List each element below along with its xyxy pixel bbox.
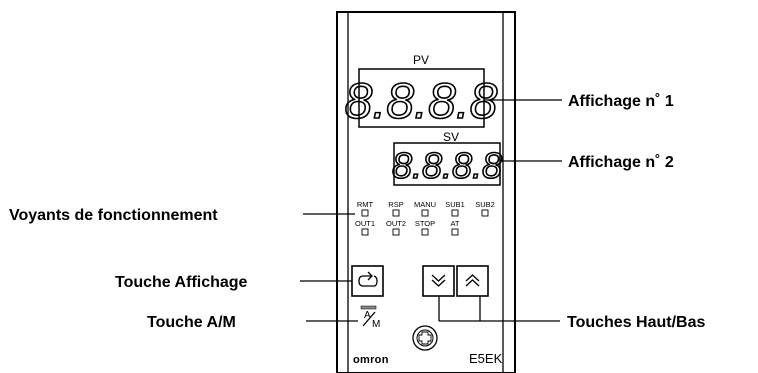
double-chevron-up-icon bbox=[465, 274, 480, 287]
sv-readout: 8.8.8.8 bbox=[392, 145, 502, 186]
pv-display bbox=[358, 68, 485, 128]
down-key[interactable] bbox=[422, 265, 455, 297]
indicator-led-at bbox=[451, 228, 459, 236]
up-key[interactable] bbox=[456, 265, 489, 297]
callout-display-key: Touche Affichage bbox=[115, 274, 248, 291]
indicator-label-at: AT bbox=[450, 219, 459, 228]
am-key-hatch bbox=[360, 305, 377, 310]
indicator-led-sub1 bbox=[451, 209, 459, 217]
indicator-label-sub2: SUB2 bbox=[475, 200, 495, 209]
pv-readout: 8.8.8.8 bbox=[345, 73, 498, 129]
callout-line-updown bbox=[438, 296, 560, 322]
sv-display bbox=[393, 142, 501, 186]
am-key[interactable]: A M bbox=[360, 305, 380, 330]
indicator-led-out2 bbox=[392, 228, 400, 236]
indicator-led-out1 bbox=[361, 228, 369, 236]
indicator-label-sub1: SUB1 bbox=[445, 200, 465, 209]
indicator-label-manu: MANU bbox=[414, 200, 436, 209]
callout-display2: Affichage n˚ 2 bbox=[568, 154, 674, 171]
sv-label: SV bbox=[443, 130, 459, 144]
brand-logo: omron bbox=[353, 354, 389, 366]
callout-updown-keys: Touches Haut/Bas bbox=[567, 314, 706, 331]
double-chevron-down-icon bbox=[431, 274, 446, 287]
am-key-label-a: A bbox=[364, 310, 371, 321]
callout-indicators: Voyants de fonctionnement bbox=[9, 207, 218, 224]
model-label: E5EK bbox=[469, 351, 503, 366]
indicator-label-out2: OUT2 bbox=[386, 219, 406, 228]
callout-display1: Affichage n˚ 1 bbox=[568, 93, 674, 110]
cycle-arrow-icon bbox=[358, 271, 378, 287]
indicator-led-stop bbox=[421, 228, 429, 236]
callout-am-key: Touche A/M bbox=[147, 314, 236, 331]
indicator-led-manu bbox=[421, 209, 429, 217]
screw-icon bbox=[412, 325, 438, 351]
indicator-led-rmt bbox=[361, 209, 369, 217]
display-key[interactable] bbox=[351, 265, 384, 297]
operation-indicators: RMT RSP MANU SUB1 SUB2 OUT1 OUT2 STOP AT bbox=[355, 200, 495, 236]
am-key-label-m: M bbox=[372, 319, 380, 330]
indicator-led-sub2 bbox=[481, 209, 489, 217]
indicator-label-out1: OUT1 bbox=[355, 219, 375, 228]
pv-label: PV bbox=[413, 53, 429, 67]
indicator-label-stop: STOP bbox=[415, 219, 435, 228]
indicator-led-rsp bbox=[392, 209, 400, 217]
indicator-label-rmt: RMT bbox=[357, 200, 374, 209]
indicator-label-rsp: RSP bbox=[388, 200, 403, 209]
